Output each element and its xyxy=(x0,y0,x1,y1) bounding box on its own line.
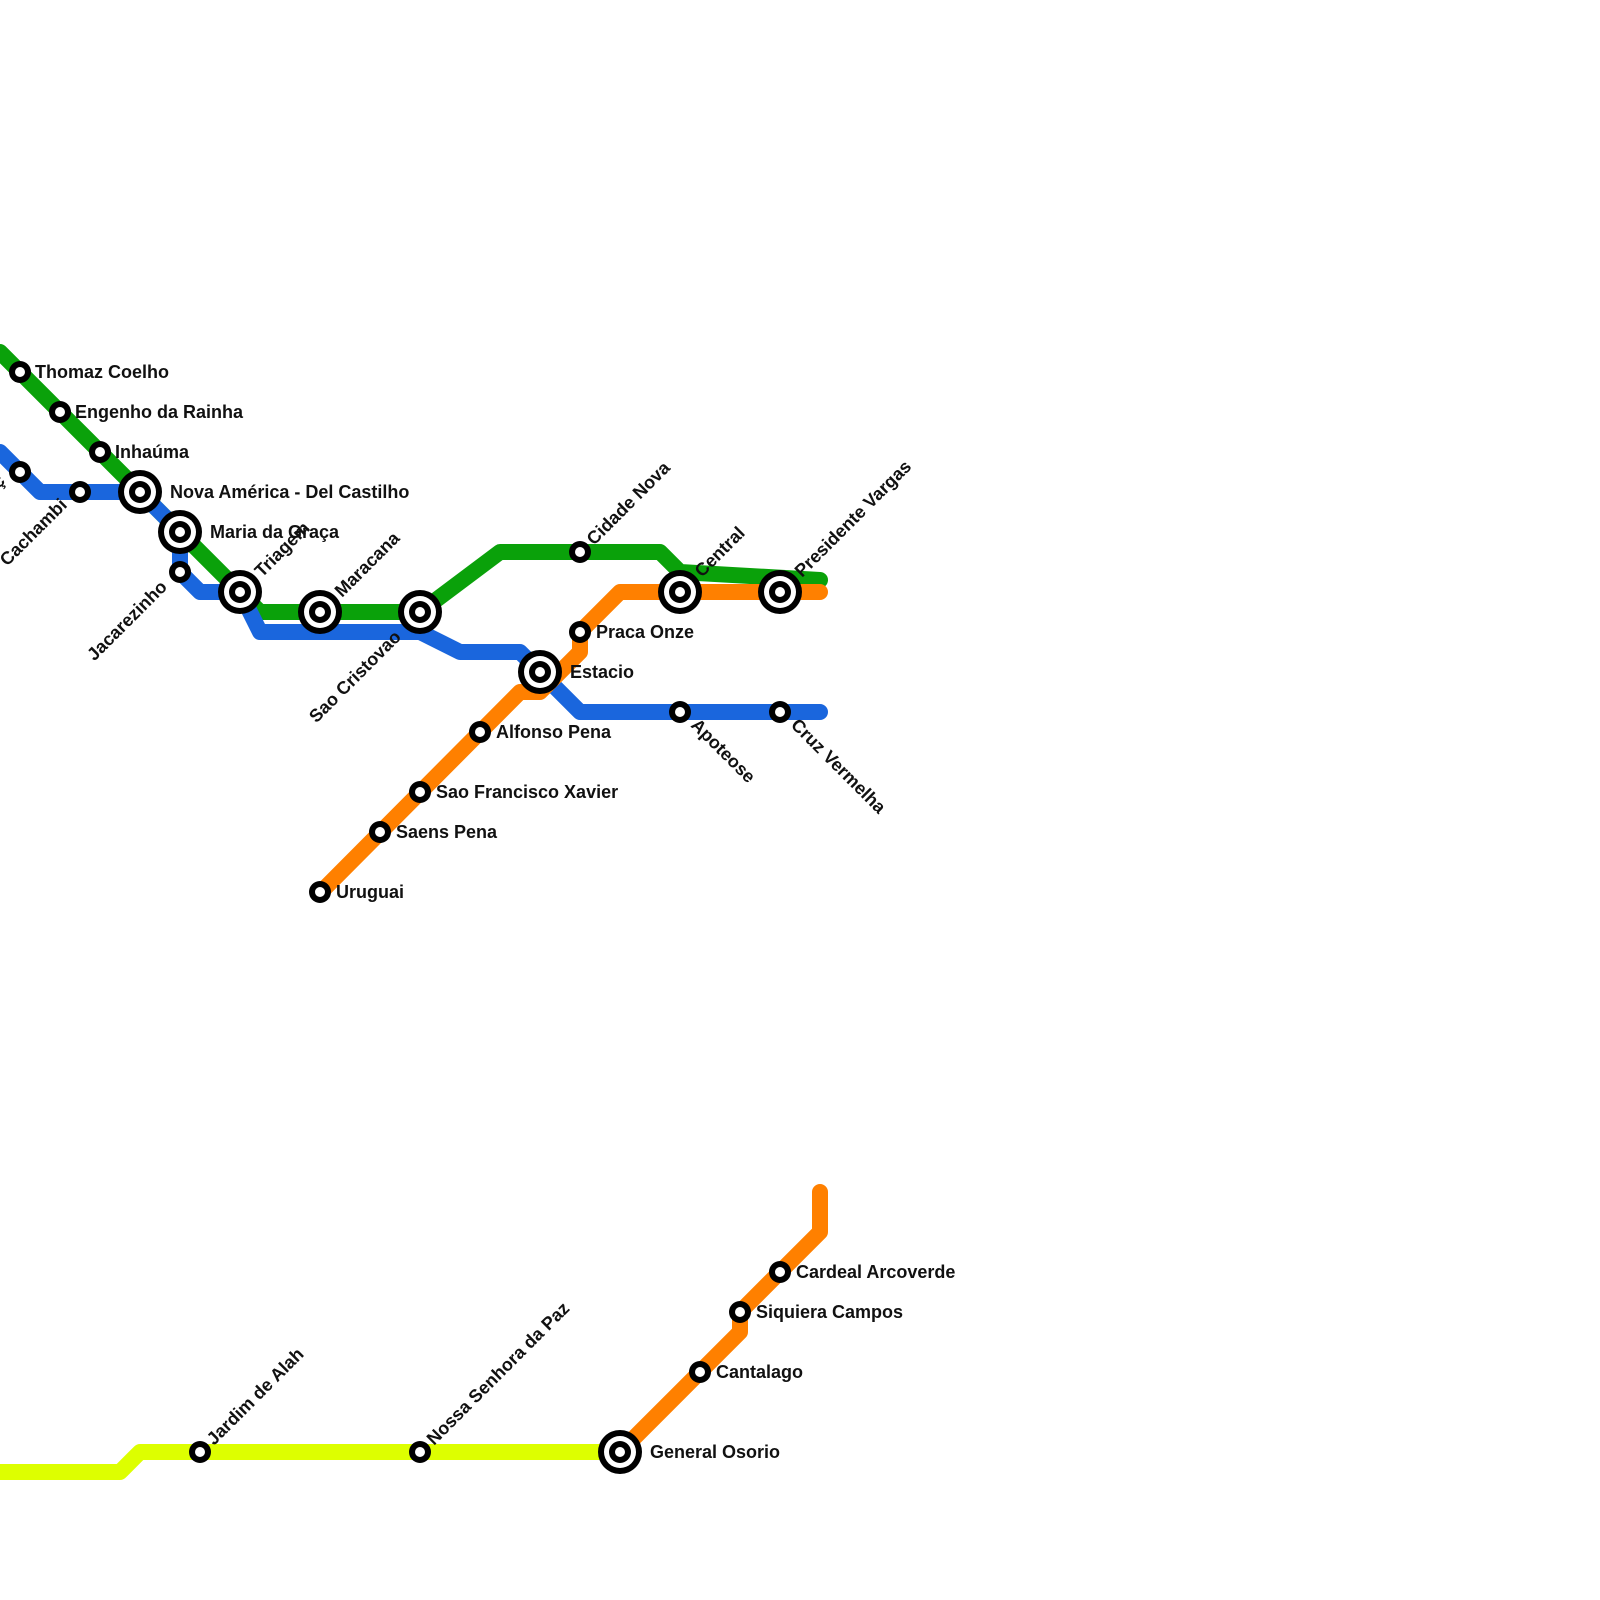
station-sao-francisco-xavier[interactable]: Sao Francisco Xavier xyxy=(409,781,618,803)
station-praca-onze[interactable]: Praca Onze xyxy=(569,621,694,643)
station-label: Sao Francisco Xavier xyxy=(436,782,618,802)
station-label: Maria da Graça xyxy=(210,522,340,542)
station-alfonso-pena[interactable]: Alfonso Pena xyxy=(469,721,612,743)
station-label: Cantalago xyxy=(716,1362,803,1382)
station-label: Thomaz Coelho xyxy=(35,362,169,382)
station-nova-america[interactable]: Nova América - Del Castilho xyxy=(118,470,409,514)
station-label: Cidade Nova xyxy=(583,457,675,549)
station-label: Cardeal Arcoverde xyxy=(796,1262,955,1282)
station-label: Nova América - Del Castilho xyxy=(170,482,409,502)
orange-line-south xyxy=(612,1184,828,1460)
station-label: Cruz Vermelha xyxy=(787,715,890,818)
station-siquiera-campos[interactable]: Siquiera Campos xyxy=(729,1301,903,1323)
lime-line xyxy=(0,1444,628,1480)
station-cardeal-arcoverde[interactable]: Cardeal Arcoverde xyxy=(769,1261,955,1283)
station-cruz-vermelha[interactable]: Cruz Vermelha xyxy=(769,701,890,818)
station-thomaz-coelho[interactable]: Thomaz Coelho xyxy=(9,361,169,383)
station-inhauma[interactable]: Inhaúma xyxy=(89,441,190,463)
station-label: Siquiera Campos xyxy=(756,1302,903,1322)
station-label: Alfonso Pena xyxy=(496,722,612,742)
station-presidente-vargas[interactable]: Presidente Vargas xyxy=(758,456,915,614)
station-cantalago[interactable]: Cantalago xyxy=(689,1361,803,1383)
station-engenho-da-rainha[interactable]: Engenho da Rainha xyxy=(49,401,244,423)
station-label: Uruguai xyxy=(336,882,404,902)
station-label: Maracana xyxy=(331,527,405,601)
station-nossa-senhora-da-paz[interactable]: Nossa Senhora da Paz xyxy=(409,1298,573,1463)
station-label: Presidente Vargas xyxy=(791,456,916,581)
station-label: Jardim de Alah xyxy=(203,1344,308,1449)
station-label: Inhaúma xyxy=(115,442,190,462)
orange-line xyxy=(312,584,828,901)
station-label: Saens Pena xyxy=(396,822,498,842)
station-label: ç xyxy=(0,471,9,492)
station-estacio[interactable]: Estacio xyxy=(518,650,634,694)
station-label: Sao Cristovao xyxy=(305,627,405,727)
station-label: Cachambi xyxy=(0,495,71,570)
station-maria-da-graca[interactable]: Maria da Graça xyxy=(158,510,340,554)
station-label: General Osorio xyxy=(650,1442,780,1462)
station-label: Jacarezinho xyxy=(83,577,171,665)
station-label: Apoteose xyxy=(687,715,759,787)
station-left-edge-partial[interactable]: ç xyxy=(0,461,31,492)
station-saens-pena[interactable]: Saens Pena xyxy=(369,821,498,843)
station-label: Nossa Senhora da Paz xyxy=(423,1298,574,1449)
station-general-osorio[interactable]: General Osorio xyxy=(598,1430,780,1474)
station-label: Engenho da Rainha xyxy=(75,402,244,422)
station-label: Praca Onze xyxy=(596,622,694,642)
station-label: Estacio xyxy=(570,662,634,682)
station-uruguai[interactable]: Uruguai xyxy=(309,881,404,903)
station-jacarezinho[interactable]: Jacarezinho xyxy=(83,561,191,664)
